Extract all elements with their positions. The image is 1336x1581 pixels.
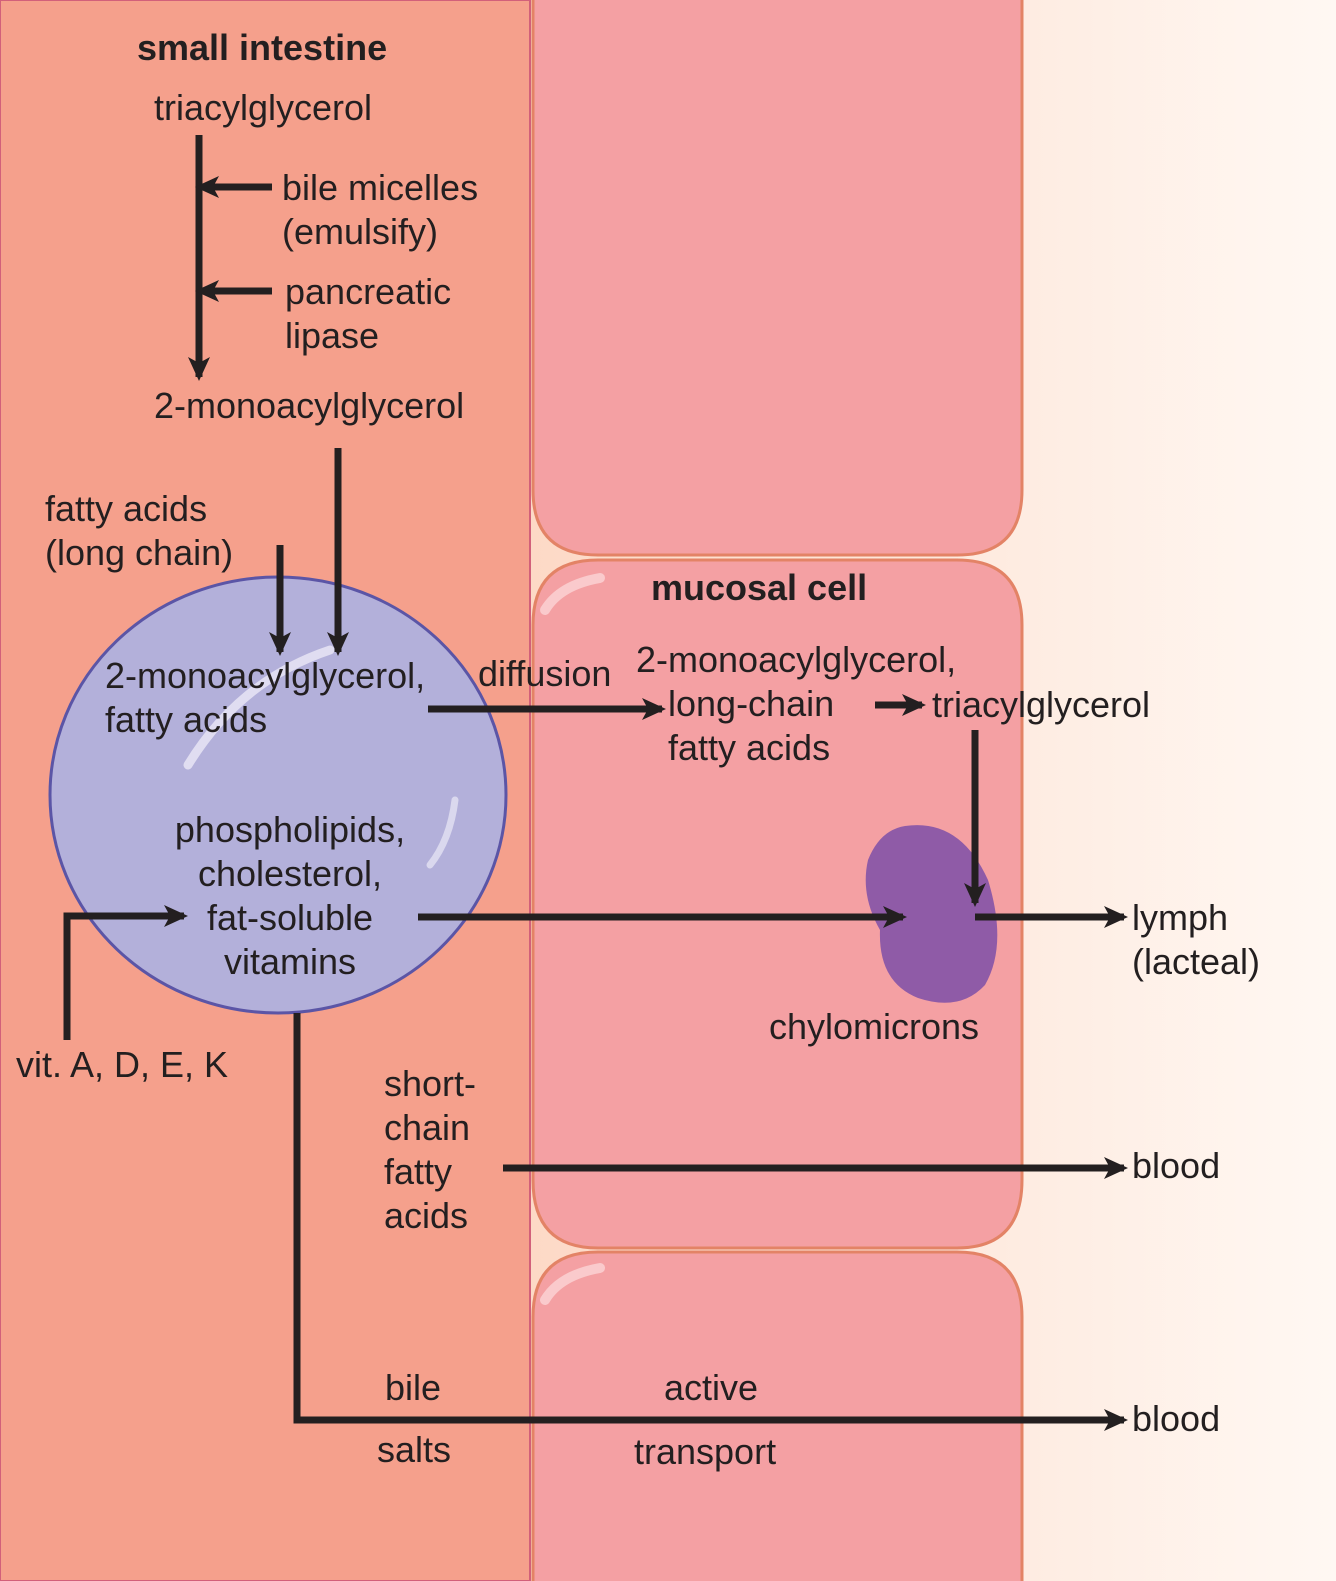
chylomicron	[865, 825, 998, 1003]
emulsify-line: (emulsify)	[282, 211, 439, 252]
fatty-acids-long-label: fatty acids (long chain)	[45, 487, 233, 575]
mucosal-cell-title: mucosal cell	[651, 567, 868, 608]
cholesterol-line: cholesterol,	[197, 853, 383, 894]
arrow-vitamins-to-micelle	[63, 905, 188, 1040]
chain-line: chain	[384, 1107, 471, 1148]
micelle-contents-top: 2-monoacylglycerol, fatty acids	[105, 654, 425, 742]
short-line: short-	[384, 1063, 477, 1104]
cell-highlight	[540, 573, 605, 615]
micelle-mag-line: 2-monoacylglycerol,	[105, 655, 426, 696]
vitamins-line: vitamins	[223, 941, 357, 982]
acids-line: acids	[384, 1195, 469, 1236]
bile-micelles-label: bile micelles (emulsify)	[282, 166, 478, 254]
triacylglycerol-label: triacylglycerol	[154, 87, 373, 128]
active-label: active	[664, 1367, 759, 1408]
lymph-label: lymph (lacteal)	[1132, 896, 1260, 984]
small-intestine-title: small intestine	[137, 27, 388, 68]
micelle-highlight	[426, 796, 459, 869]
cell-mag-line: 2-monoacylglycerol,	[636, 639, 957, 680]
cell-long-chain-line: long-chain	[668, 683, 835, 724]
micelle-fatty-acids-line: fatty acids	[105, 699, 268, 740]
arrow-bile-salts-to-blood	[293, 1013, 1128, 1431]
pancreatic-lipase-label: pancreatic lipase	[285, 270, 451, 358]
monoacylglycerol-label: 2-monoacylglycerol	[154, 385, 465, 426]
fat-soluble-line: fat-soluble	[206, 897, 374, 938]
transport-label: transport	[634, 1431, 777, 1472]
short-chain-fatty-acids-label: short- chain fatty acids	[384, 1062, 476, 1238]
pancreatic-line: pancreatic	[285, 271, 452, 312]
lymph-line: lymph	[1132, 897, 1229, 938]
cell-fatty-acids-line: fatty acids	[668, 727, 831, 768]
fatty-acids-line: fatty acids	[45, 488, 208, 529]
salts-label: salts	[377, 1429, 452, 1470]
triacylglycerol-cell-label: triacylglycerol	[932, 684, 1151, 725]
lipase-line: lipase	[285, 315, 380, 356]
blood-label-2: blood	[1132, 1398, 1221, 1439]
cell-products-label: 2-monoacylglycerol, long-chain fatty aci…	[636, 638, 956, 770]
bile-label: bile	[385, 1367, 442, 1408]
vitamins-label: vit. A, D, E, K	[16, 1044, 229, 1085]
bile-micelles-line: bile micelles	[282, 167, 479, 208]
mucosal-cell-middle	[531, 558, 1024, 1250]
cell-highlight	[540, 1263, 605, 1305]
long-chain-line: (long chain)	[45, 532, 234, 573]
phospholipids-line: phospholipids,	[174, 809, 406, 850]
micelle-contents-bottom: phospholipids, cholesterol, fat-soluble …	[140, 808, 440, 984]
micelle-highlight	[183, 645, 335, 770]
chylomicrons-label: chylomicrons	[769, 1006, 980, 1047]
lacteal-line: (lacteal)	[1132, 941, 1261, 982]
fatty-line: fatty	[384, 1151, 453, 1192]
blood-label-1: blood	[1132, 1145, 1221, 1186]
mucosal-cell-top	[531, 0, 1024, 557]
diffusion-label: diffusion	[478, 653, 612, 694]
